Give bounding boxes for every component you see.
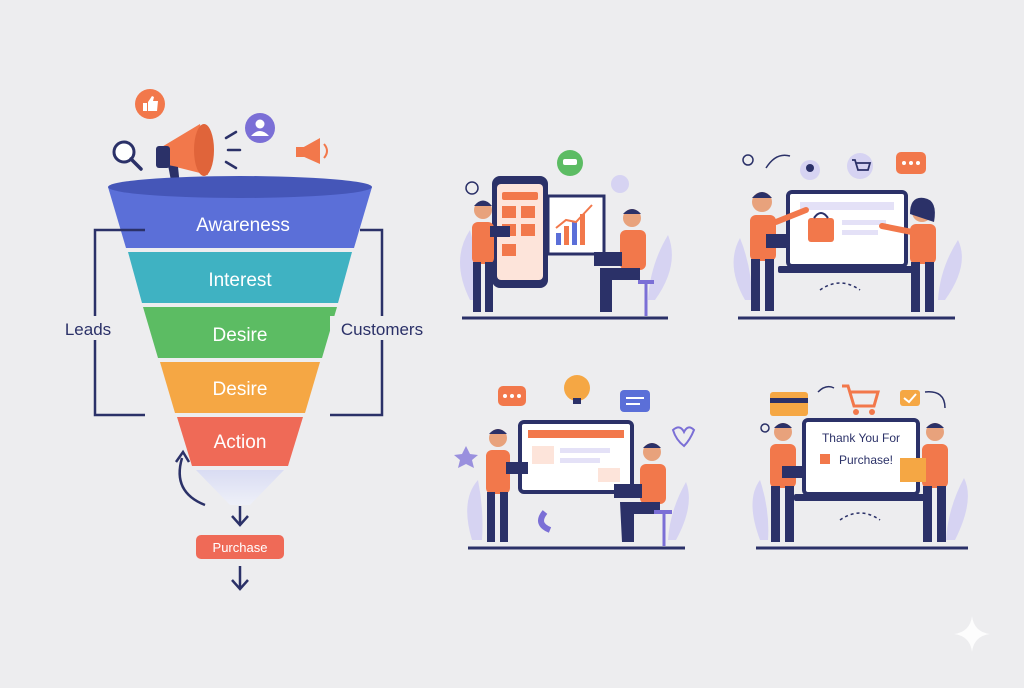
- loop-arrow-icon: [178, 457, 206, 507]
- funnel-stage-desire-2: [160, 362, 320, 413]
- thank-you-line1: Thank You For: [822, 431, 900, 445]
- stage-label-interest: Interest: [208, 270, 272, 291]
- thank-you-line2: Purchase!: [839, 453, 893, 467]
- lightbulb-icon: [564, 375, 590, 404]
- sparkle-icon: [954, 616, 990, 652]
- credit-card-icon: [770, 392, 808, 416]
- shopping-cart-icon: [847, 153, 873, 179]
- funnel-stage-awareness: [108, 187, 372, 248]
- chat-bubble-icon: [498, 386, 526, 406]
- stage-label-action: Action: [214, 432, 267, 453]
- person-holding-package: [900, 423, 948, 542]
- user-profile-icon: [800, 160, 820, 180]
- person-sitting: [594, 209, 654, 316]
- funnel: Awareness Interest Desire Desire Action …: [54, 89, 434, 591]
- funnel-stage-desire: [143, 307, 337, 358]
- scene-purchase-complete: Thank You For Purchase!: [752, 384, 968, 550]
- package-icon: [900, 458, 926, 482]
- person-with-laptop: [750, 192, 809, 311]
- person-with-laptop: [770, 423, 804, 542]
- stage-label-awareness: Awareness: [196, 215, 290, 236]
- stage-label-desire-2: Desire: [213, 379, 268, 400]
- scene-mobile-analytics: [460, 150, 672, 320]
- thumbs-up-icon: [135, 89, 165, 119]
- megaphone-icon: [156, 124, 242, 186]
- arrow-down-icon: [231, 506, 249, 527]
- purchase-label: Purchase: [213, 540, 268, 555]
- search-icon: [112, 140, 143, 171]
- scene-online-shopping: [733, 152, 962, 320]
- bell-icon: [611, 175, 629, 193]
- stage-label-desire: Desire: [213, 325, 268, 346]
- announcement-icon: [296, 138, 328, 164]
- star-icon: [454, 446, 478, 468]
- shopping-bag-icon: [808, 218, 834, 242]
- person-standing: [472, 200, 510, 312]
- funnel-stage-interest: [128, 252, 352, 303]
- message-icon: [620, 390, 650, 412]
- customers-label: Customers: [341, 320, 423, 339]
- purchase-badge: [196, 535, 284, 559]
- checkmark-badge-icon: [900, 390, 920, 406]
- funnel-tip: [196, 470, 284, 505]
- chat-bubble-icon: [896, 152, 926, 174]
- person-with-laptop: [486, 429, 528, 542]
- shopping-cart-icon: [842, 384, 880, 415]
- arrow-down-icon: [231, 566, 249, 591]
- leads-label: Leads: [65, 320, 111, 339]
- user-profile-icon: [245, 113, 275, 143]
- person-sitting: [614, 443, 672, 546]
- scene-web-engagement: [454, 375, 696, 550]
- chat-bubble-icon: [557, 150, 583, 176]
- heart-icon: [671, 426, 696, 448]
- funnel-stage-action: [177, 417, 303, 466]
- person-pointing: [879, 197, 936, 312]
